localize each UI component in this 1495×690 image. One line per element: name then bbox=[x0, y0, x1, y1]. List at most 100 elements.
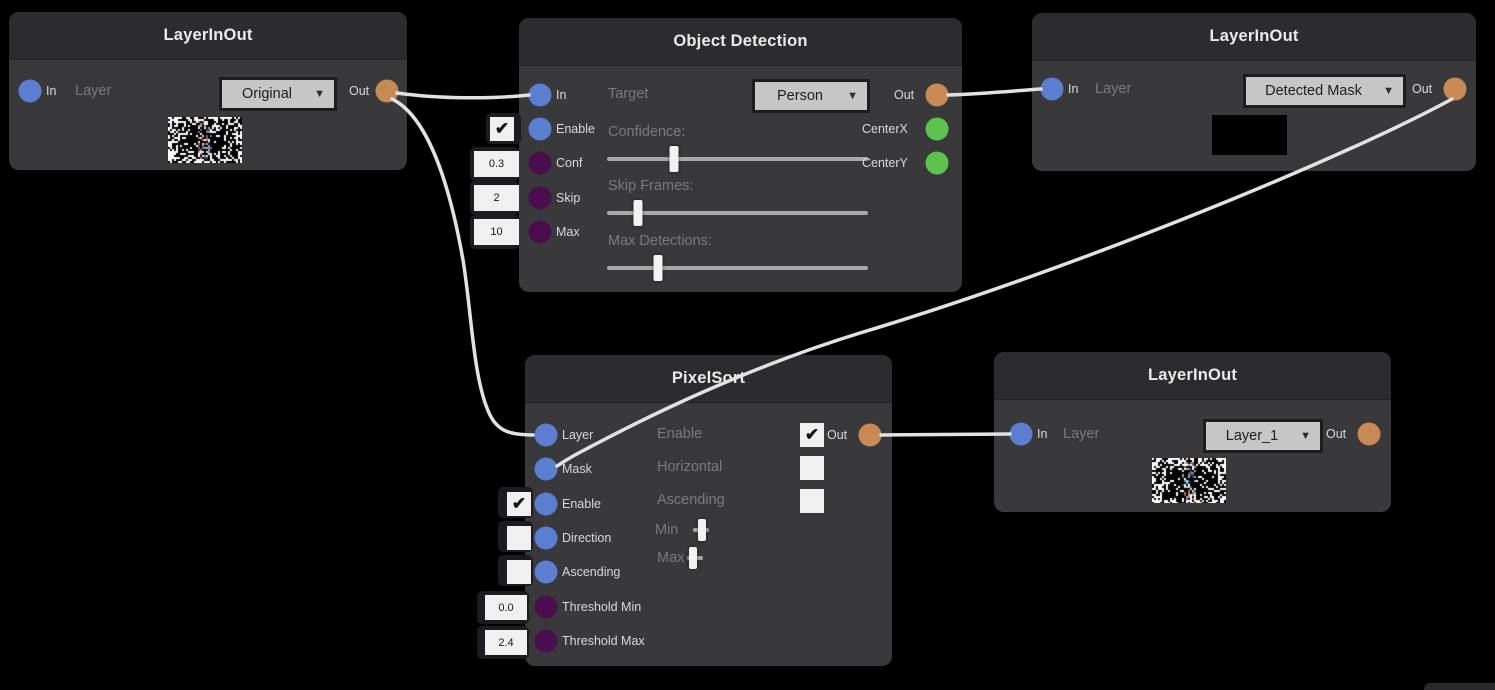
port-in-label: In bbox=[1068, 82, 1079, 96]
port-in[interactable] bbox=[528, 83, 552, 107]
max-slider[interactable] bbox=[687, 547, 703, 569]
threshold-max-input[interactable]: 2.4 bbox=[485, 630, 527, 655]
horizontal-label: Horizontal bbox=[657, 459, 723, 475]
port-skip[interactable] bbox=[528, 186, 552, 210]
port-ascending-label: Ascending bbox=[562, 565, 621, 579]
port-in[interactable] bbox=[1009, 422, 1033, 446]
ascending-checkbox[interactable] bbox=[800, 489, 824, 513]
skip-value-input[interactable]: 2 bbox=[474, 185, 519, 211]
port-direction[interactable] bbox=[534, 526, 558, 550]
port-centerx-label: CenterX bbox=[862, 122, 908, 136]
port-mask[interactable] bbox=[534, 457, 558, 481]
port-enable[interactable] bbox=[534, 492, 558, 516]
node-header[interactable]: LayerInOut bbox=[9, 12, 407, 60]
layer-select-dropdown[interactable]: Layer_1 ▼ bbox=[1203, 419, 1323, 453]
port-direction-label: Direction bbox=[562, 531, 612, 545]
port-out[interactable] bbox=[1443, 77, 1467, 101]
skip-frames-slider-thumb[interactable] bbox=[633, 200, 643, 226]
skip-frames-slider[interactable] bbox=[607, 200, 868, 226]
dropdown-arrow-icon: ▼ bbox=[847, 90, 858, 102]
target-field-label: Target bbox=[608, 86, 649, 102]
port-layer[interactable] bbox=[534, 423, 558, 447]
port-ascending[interactable] bbox=[534, 560, 558, 584]
port-out-label: Out bbox=[1412, 82, 1433, 96]
dropdown-arrow-icon: ▼ bbox=[1383, 85, 1394, 97]
port-in-label: In bbox=[556, 88, 567, 102]
port-max-label: Max bbox=[556, 225, 580, 239]
max-value-input[interactable]: 10 bbox=[474, 219, 519, 245]
dropdown-value: Original bbox=[242, 86, 292, 102]
port-out[interactable] bbox=[925, 83, 949, 107]
port-mask-label: Mask bbox=[562, 462, 592, 476]
enable-port-checkbox[interactable]: ✔ bbox=[507, 492, 531, 516]
node-object-detection: Object Detection In Target Person ▼ Out … bbox=[470, 18, 962, 292]
dropdown-value: Detected Mask bbox=[1265, 83, 1362, 99]
port-threshold-max-label: Threshold Max bbox=[562, 634, 645, 648]
layer-field-label: Layer bbox=[1095, 81, 1132, 97]
port-out-label: Out bbox=[1326, 427, 1347, 441]
port-conf[interactable] bbox=[528, 151, 552, 175]
node-header[interactable]: LayerInOut bbox=[1032, 13, 1476, 61]
max-detections-slider[interactable] bbox=[607, 255, 868, 281]
confidence-slider-thumb[interactable] bbox=[669, 146, 679, 172]
max-label: Max bbox=[657, 550, 685, 566]
layer-thumbnail bbox=[1152, 458, 1226, 503]
ascending-port-checkbox[interactable] bbox=[507, 560, 531, 584]
enable-checkbox[interactable]: ✔ bbox=[490, 117, 514, 141]
dropdown-arrow-icon: ▼ bbox=[1300, 430, 1311, 442]
port-threshold-min-label: Threshold Min bbox=[562, 600, 642, 614]
dropdown-arrow-icon: ▼ bbox=[314, 88, 325, 100]
min-slider[interactable] bbox=[693, 519, 709, 541]
confidence-label: Confidence: bbox=[608, 124, 686, 140]
port-centery-label: CenterY bbox=[862, 156, 908, 170]
node-title: LayerInOut bbox=[1147, 366, 1238, 384]
partial-node-edge bbox=[1424, 683, 1495, 690]
port-out[interactable] bbox=[1357, 422, 1381, 446]
port-centerx[interactable] bbox=[925, 117, 949, 141]
layer-select-dropdown[interactable]: Original ▼ bbox=[219, 77, 337, 111]
dropdown-value: Person bbox=[777, 88, 823, 104]
port-centery[interactable] bbox=[925, 151, 949, 175]
node-title: LayerInOut bbox=[1209, 27, 1299, 45]
conf-value-input[interactable]: 0.3 bbox=[474, 151, 519, 177]
min-slider-thumb[interactable] bbox=[697, 519, 706, 541]
port-in[interactable] bbox=[18, 79, 42, 103]
node-pixelsort: PixelSort Layer Mask ✔ Enable Direction … bbox=[477, 355, 892, 666]
port-skip-label: Skip bbox=[556, 191, 581, 205]
port-in-label: In bbox=[46, 84, 57, 98]
port-max[interactable] bbox=[528, 220, 552, 244]
port-out-label: Out bbox=[349, 84, 370, 98]
threshold-min-input[interactable]: 0.0 bbox=[485, 595, 527, 620]
port-out-label: Out bbox=[894, 88, 915, 102]
node-header[interactable]: LayerInOut bbox=[994, 352, 1391, 400]
layer-field-label: Layer bbox=[1063, 426, 1100, 442]
layer-thumbnail bbox=[168, 117, 242, 163]
layer-select-dropdown[interactable]: Detected Mask ▼ bbox=[1243, 74, 1406, 108]
max-detections-slider-thumb[interactable] bbox=[653, 255, 663, 281]
port-out[interactable] bbox=[375, 79, 399, 103]
port-enable-label: Enable bbox=[556, 122, 595, 136]
node-header[interactable]: PixelSort bbox=[525, 355, 892, 403]
max-slider-thumb[interactable] bbox=[689, 547, 698, 569]
horizontal-checkbox[interactable] bbox=[800, 456, 824, 480]
port-threshold-min[interactable] bbox=[534, 595, 558, 619]
min-label: Min bbox=[655, 522, 679, 538]
enable-checkbox[interactable]: ✔ bbox=[800, 423, 824, 447]
target-select-dropdown[interactable]: Person ▼ bbox=[752, 79, 870, 113]
confidence-slider[interactable] bbox=[607, 146, 868, 172]
layer-field-label: Layer bbox=[75, 83, 112, 99]
ascending-label: Ascending bbox=[657, 492, 725, 508]
wire-pixelsort-out-to-result-in[interactable] bbox=[879, 432, 1012, 437]
port-in[interactable] bbox=[1040, 77, 1064, 101]
direction-checkbox[interactable] bbox=[507, 526, 531, 550]
port-enable[interactable] bbox=[528, 117, 552, 141]
node-title: LayerInOut bbox=[163, 26, 253, 44]
wire-source-out-to-detect-in[interactable] bbox=[395, 91, 531, 100]
port-enable-label: Enable bbox=[562, 497, 601, 511]
node-header[interactable]: Object Detection bbox=[519, 18, 962, 66]
port-threshold-max[interactable] bbox=[534, 629, 558, 653]
mask-thumbnail bbox=[1212, 115, 1287, 155]
port-out[interactable] bbox=[858, 423, 882, 447]
port-conf-label: Conf bbox=[556, 156, 583, 170]
